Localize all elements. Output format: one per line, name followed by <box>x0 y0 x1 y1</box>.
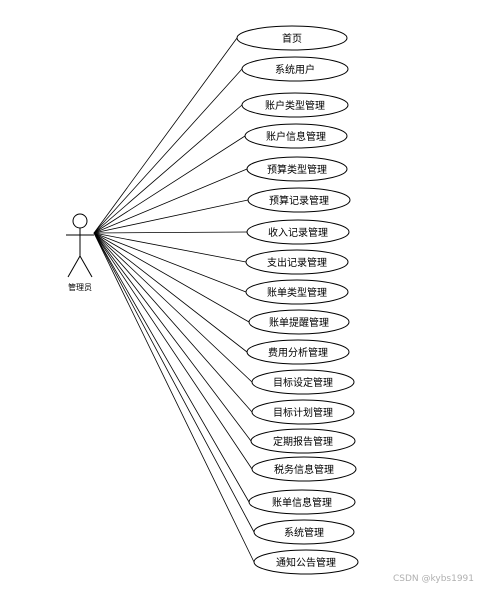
use-case-label: 费用分析管理 <box>268 346 328 359</box>
association-line <box>93 232 253 470</box>
association-line <box>93 68 243 234</box>
use-case-label: 目标计划管理 <box>273 406 333 419</box>
use-case: 首页 <box>236 25 348 51</box>
use-case-ellipse <box>245 249 349 275</box>
use-case: 收入记录管理 <box>246 219 350 245</box>
use-case-label: 系统用户 <box>275 63 315 76</box>
use-case-label: 账户类型管理 <box>265 99 325 112</box>
use-case-label: 目标设定管理 <box>273 376 333 389</box>
use-case: 账户类型管理 <box>241 92 349 118</box>
actor-right-leg <box>79 255 93 278</box>
use-case-label: 支出记录管理 <box>267 256 327 269</box>
use-case-label: 税务信息管理 <box>274 463 334 476</box>
use-case-label: 预算类型管理 <box>267 163 327 176</box>
use-case: 系统管理 <box>253 519 355 545</box>
association-line <box>93 232 248 353</box>
use-case: 账单信息管理 <box>248 489 356 515</box>
use-case-ellipse <box>248 489 356 515</box>
use-case-ellipse <box>251 369 355 395</box>
use-case-ellipse <box>253 549 359 575</box>
use-case: 费用分析管理 <box>246 339 350 365</box>
association-line <box>93 232 247 263</box>
use-case-ellipse <box>246 219 350 245</box>
use-case-ellipse <box>251 456 357 482</box>
actor-figure <box>66 213 94 278</box>
association-line <box>93 104 243 234</box>
use-case: 系统用户 <box>241 56 349 82</box>
use-case-label: 账单类型管理 <box>267 286 327 299</box>
association-line <box>93 232 253 413</box>
association-line <box>93 232 247 293</box>
use-case-ellipse <box>236 25 348 51</box>
association-line <box>93 232 252 442</box>
use-case: 支出记录管理 <box>245 249 349 275</box>
use-case: 定期报告管理 <box>250 428 356 454</box>
association-line <box>93 232 250 323</box>
use-case-ellipse <box>251 399 355 425</box>
use-case-ellipse <box>246 339 350 365</box>
association-line <box>93 232 250 503</box>
use-case-label: 收入记录管理 <box>268 226 328 239</box>
use-case-label: 预算记录管理 <box>269 194 329 207</box>
watermark: CSDN @kybs1991 <box>392 574 474 584</box>
use-case: 通知公告管理 <box>253 549 359 575</box>
use-case-ellipse <box>244 123 348 149</box>
association-line <box>93 232 255 533</box>
use-case: 税务信息管理 <box>251 456 357 482</box>
use-case: 账单提醒管理 <box>248 309 350 335</box>
use-case-ellipse <box>241 56 349 82</box>
use-cases: 首页系统用户账户类型管理账户信息管理预算类型管理预算记录管理收入记录管理支出记录… <box>236 25 359 575</box>
use-case: 预算类型管理 <box>246 156 348 182</box>
use-case-ellipse <box>247 187 351 213</box>
association-line <box>93 168 248 234</box>
use-case-label: 通知公告管理 <box>276 556 336 569</box>
association-line <box>93 199 249 234</box>
use-case-label: 首页 <box>282 32 302 45</box>
association-line <box>93 232 253 383</box>
use-case-label: 账单信息管理 <box>272 496 332 509</box>
use-case-ellipse <box>245 279 349 305</box>
association-line <box>93 135 246 234</box>
use-case-ellipse <box>250 428 356 454</box>
association-line <box>93 37 238 234</box>
association-lines <box>93 37 255 563</box>
actor-left-leg <box>67 255 81 278</box>
use-case-ellipse <box>246 156 348 182</box>
use-case-ellipse <box>248 309 350 335</box>
use-case: 目标设定管理 <box>251 369 355 395</box>
use-case-label: 账户信息管理 <box>266 130 326 143</box>
use-case: 目标计划管理 <box>251 399 355 425</box>
use-case-label: 系统管理 <box>284 526 324 539</box>
use-case-ellipse <box>253 519 355 545</box>
use-case: 预算记录管理 <box>247 187 351 213</box>
use-case-ellipse <box>241 92 349 118</box>
association-line <box>93 231 248 234</box>
association-line <box>93 232 255 563</box>
actor-label: 管理员 <box>68 283 92 292</box>
use-case-label: 定期报告管理 <box>273 435 333 448</box>
use-case: 账单类型管理 <box>245 279 349 305</box>
use-case: 账户信息管理 <box>244 123 348 149</box>
use-case-label: 账单提醒管理 <box>269 316 329 329</box>
actor-head <box>72 213 88 229</box>
